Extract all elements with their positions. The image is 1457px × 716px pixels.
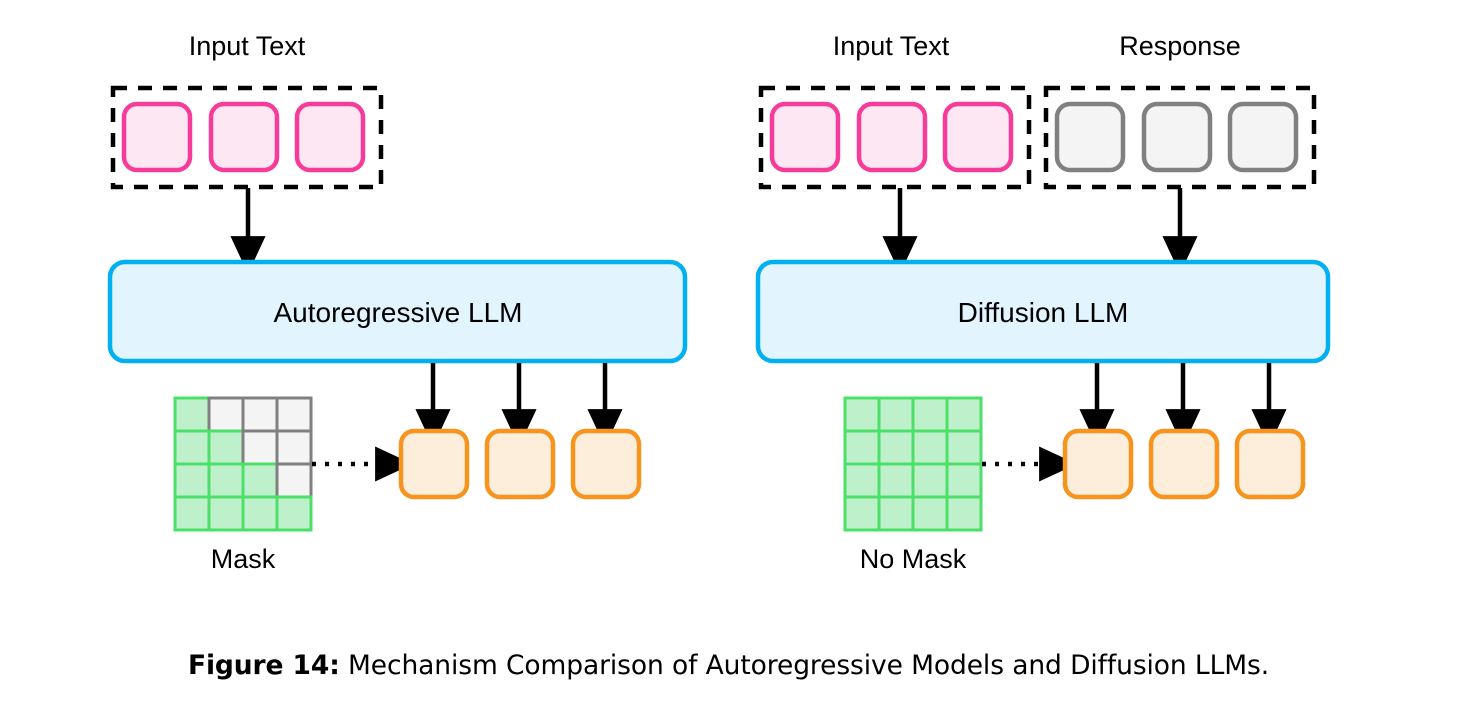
mask-cell-blocked — [275, 396, 313, 433]
right-output-token[interactable] — [1234, 428, 1306, 500]
left-input-token[interactable] — [294, 101, 366, 173]
diffusion-llm-box[interactable] — [755, 259, 1331, 364]
mask-cell-blocked — [207, 396, 245, 433]
mask-cell-active — [275, 495, 313, 532]
mask-cell-active — [843, 495, 881, 532]
mask-cell-active — [207, 495, 245, 532]
right-input-group-dashed-border — [758, 85, 1032, 190]
mask-cell-active — [877, 462, 915, 499]
mask-cell-active — [207, 462, 245, 499]
mask-cell-active — [241, 462, 279, 499]
causal-mask-grid — [173, 396, 313, 532]
mask-cell-active — [911, 396, 949, 433]
response-masked-token[interactable] — [1141, 101, 1213, 173]
diffusion-llm-label: Diffusion LLM — [958, 297, 1129, 328]
mask-cell-active — [877, 429, 915, 466]
mask-cell-blocked — [275, 462, 313, 499]
mask-cell-active — [877, 396, 915, 433]
response-masked-token[interactable] — [1227, 101, 1299, 173]
right-input-token[interactable] — [769, 101, 841, 173]
mask-cell-blocked — [275, 429, 313, 466]
autoregressive-llm-box[interactable] — [107, 259, 688, 364]
response-masked-token[interactable] — [1054, 101, 1126, 173]
right-output-token[interactable] — [1062, 428, 1134, 500]
left-output-token[interactable] — [570, 428, 642, 500]
mask-cell-active — [877, 495, 915, 532]
mask-cell-active — [241, 495, 279, 532]
right-response-label: Response — [1119, 31, 1241, 61]
mask-cell-active — [843, 462, 881, 499]
mask-cell-active — [945, 429, 983, 466]
left-input-token[interactable] — [208, 101, 280, 173]
mask-cell-blocked — [241, 396, 279, 433]
left-output-token[interactable] — [484, 428, 556, 500]
mask-cell-active — [945, 396, 983, 433]
mask-cell-active — [843, 429, 881, 466]
mask-cell-blocked — [241, 429, 279, 466]
mask-cell-active — [911, 495, 949, 532]
mask-cell-active — [207, 429, 245, 466]
mask-cell-active — [911, 429, 949, 466]
no-mask-grid — [843, 396, 983, 532]
response-group-dashed-border — [1043, 85, 1317, 190]
mask-cell-active — [173, 396, 211, 433]
mask-cell-active — [173, 429, 211, 466]
left-output-token[interactable] — [398, 428, 470, 500]
mask-cell-active — [173, 462, 211, 499]
left-input-token[interactable] — [121, 101, 193, 173]
figure-caption-text: Mechanism Comparison of Autoregressive M… — [348, 650, 1270, 681]
left-input-text-label: Input Text — [189, 31, 306, 61]
figure-caption-label: Figure 14: — [187, 650, 340, 681]
mask-cell-active — [945, 495, 983, 532]
mask-cell-active — [945, 462, 983, 499]
right-output-token[interactable] — [1148, 428, 1220, 500]
left-mask-label: Mask — [211, 544, 276, 574]
autoregressive-llm-label: Autoregressive LLM — [273, 297, 522, 328]
figure-caption: Figure 14: Mechanism Comparison of Autor… — [0, 650, 1457, 681]
mask-cell-active — [911, 462, 949, 499]
right-mask-label: No Mask — [860, 544, 967, 574]
right-input-token[interactable] — [856, 101, 928, 173]
mask-cell-active — [173, 495, 211, 532]
right-input-token[interactable] — [942, 101, 1014, 173]
right-input-text-label: Input Text — [833, 31, 950, 61]
left-input-group-dashed-border — [110, 85, 384, 190]
mask-cell-active — [843, 396, 881, 433]
